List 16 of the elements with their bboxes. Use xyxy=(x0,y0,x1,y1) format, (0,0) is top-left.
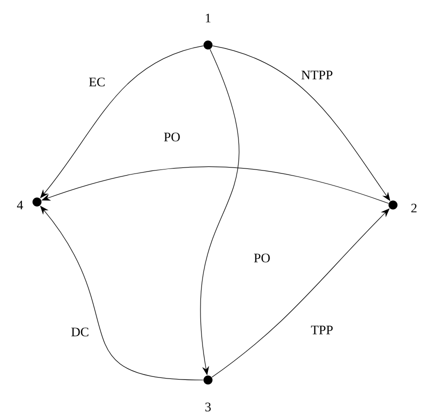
vertex-number: 4 xyxy=(17,200,24,210)
vertex-dot xyxy=(204,40,212,50)
edge-label: EC xyxy=(88,76,106,88)
vertex-dot xyxy=(204,376,212,384)
edge-label: TPP xyxy=(310,324,334,336)
vertex-dot xyxy=(388,200,398,210)
edge-label: DC xyxy=(70,326,90,338)
vertex-dot xyxy=(32,198,42,206)
vertex-number: 1 xyxy=(206,14,210,22)
edge-label: PO xyxy=(162,132,182,142)
vertex-number: 3 xyxy=(205,402,211,412)
edge-label: PO xyxy=(252,252,272,264)
edge-label: NTPP xyxy=(300,70,334,80)
arrow xyxy=(40,206,204,380)
arrow xyxy=(40,46,204,198)
vertex-number: 2 xyxy=(411,204,417,212)
